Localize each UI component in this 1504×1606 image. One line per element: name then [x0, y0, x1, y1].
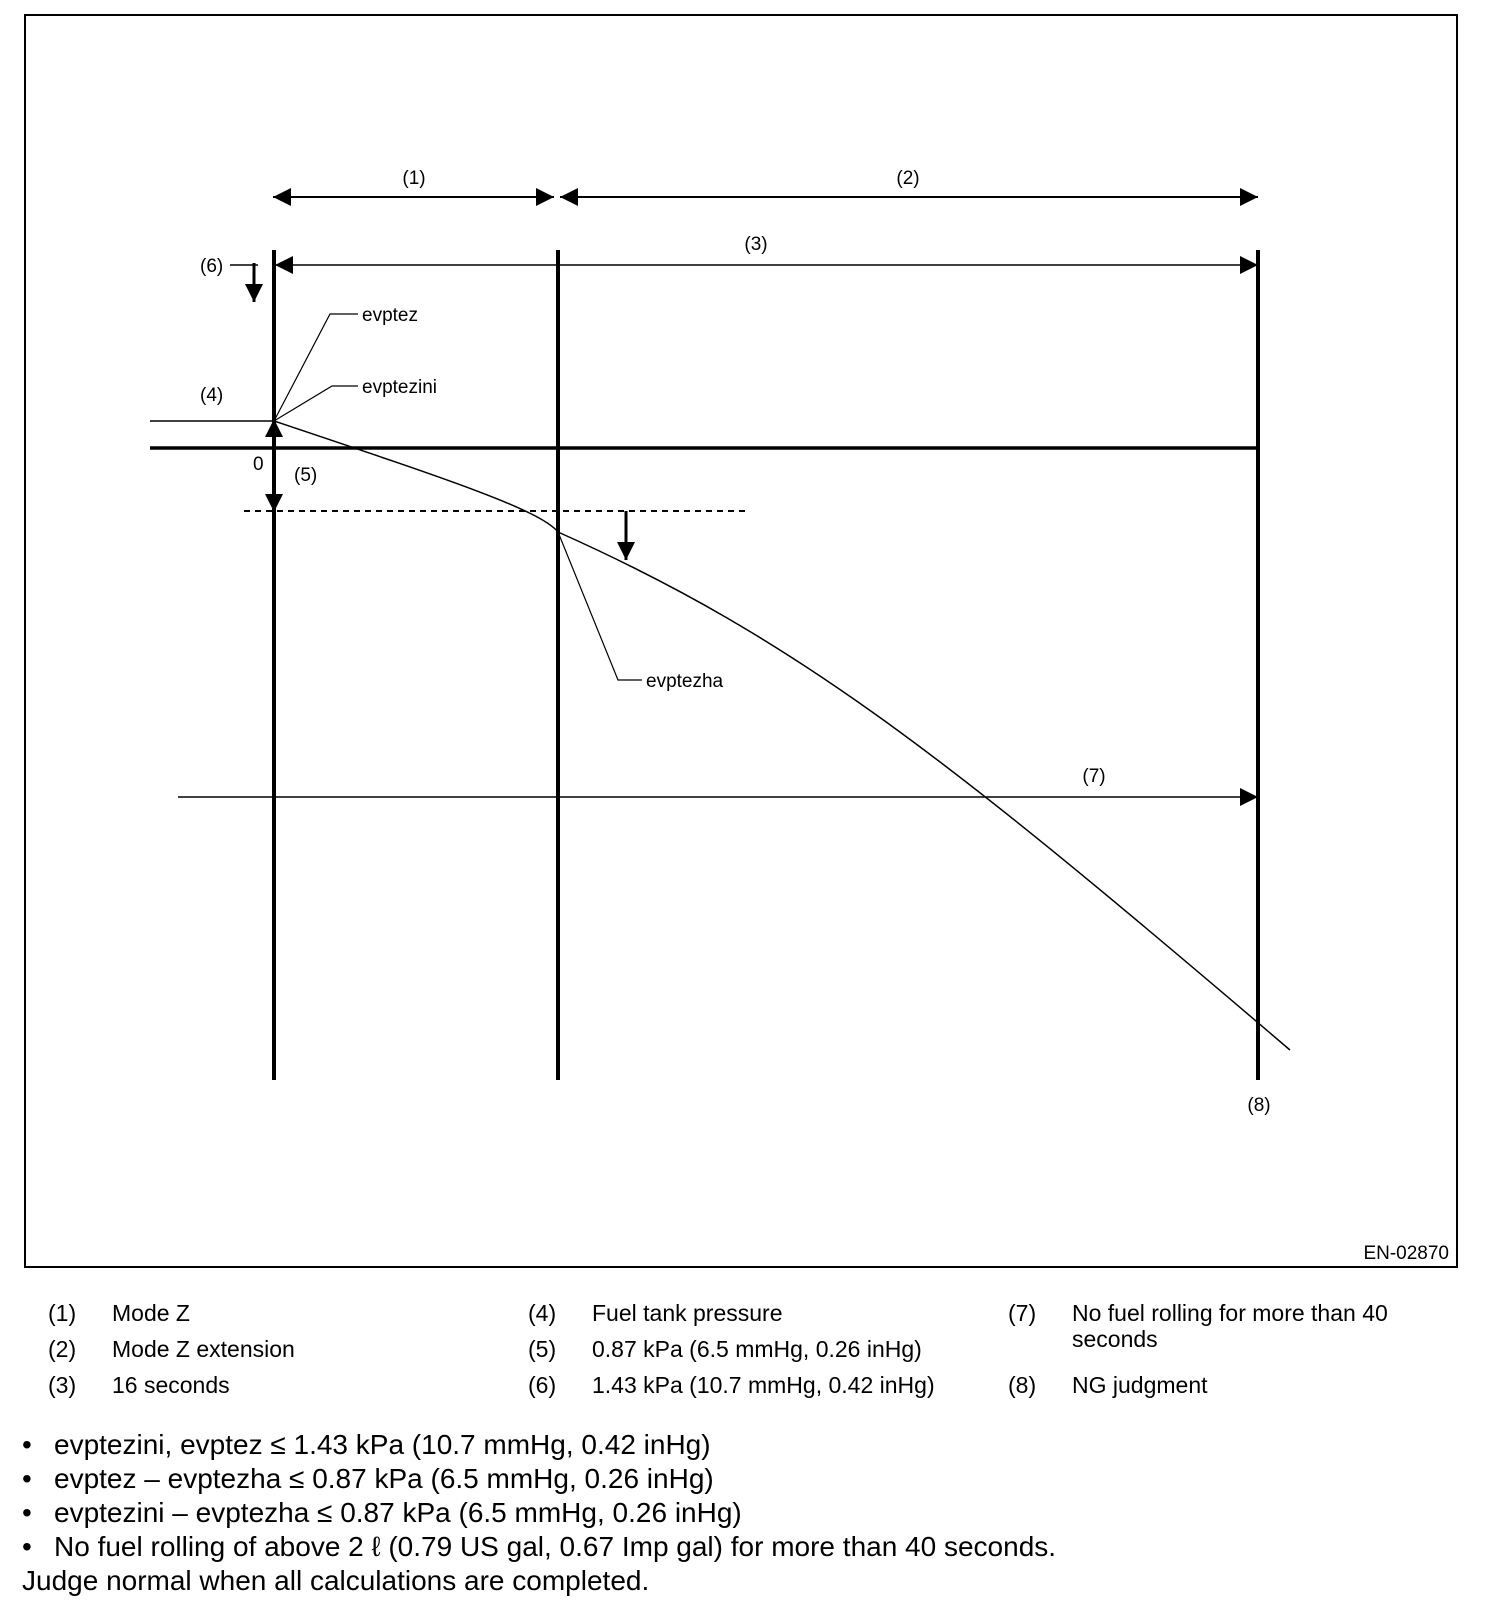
callout-4: (4)	[200, 385, 223, 406]
legend: (1) Mode Z (2) Mode Z extension (3) 16 s…	[40, 1300, 1480, 1420]
legend-item-8: (8) NG judgment	[1008, 1372, 1428, 1408]
judgment-footer: Judge normal when all calculations are c…	[22, 1565, 650, 1596]
evptezha-leader	[557, 531, 642, 681]
condition-text: evptezini – evptezha ≤ 0.87 kPa (6.5 mmH…	[54, 1497, 742, 1528]
legend-text: 1.43 kPa (10.7 mmHg, 0.42 inHg)	[592, 1372, 935, 1398]
condition-text: No fuel rolling of above 2 ℓ (0.79 US ga…	[54, 1531, 1057, 1562]
callout-6: (6)	[200, 256, 223, 277]
callout-5: (5)	[294, 465, 317, 486]
legend-item-7: (7) No fuel rolling for more than 40 sec…	[1008, 1300, 1428, 1372]
legend-item-2: (2) Mode Z extension	[48, 1336, 508, 1372]
evptez-leader	[273, 313, 358, 422]
legend-num: (3)	[48, 1372, 77, 1398]
callout-3: (3)	[744, 234, 767, 255]
legend-num: (6)	[528, 1372, 557, 1398]
evptezha-label: evptezha	[646, 671, 724, 692]
legend-text: Mode Z extension	[112, 1336, 295, 1362]
bullet-icon: •	[22, 1463, 32, 1494]
legend-item-3: (3) 16 seconds	[48, 1372, 508, 1408]
legend-num: (5)	[528, 1336, 557, 1362]
callout-8: (8)	[1247, 1095, 1270, 1116]
legend-item-1: (1) Mode Z	[48, 1300, 508, 1336]
figure-id: EN-02870	[1363, 1243, 1449, 1264]
condition-text: evptez – evptezha ≤ 0.87 kPa (6.5 mmHg, …	[54, 1463, 714, 1494]
legend-column-3: (7) No fuel rolling for more than 40 sec…	[1008, 1300, 1428, 1408]
bullet-icon: •	[22, 1429, 32, 1460]
callout-2: (2)	[896, 168, 919, 189]
callout-1: (1)	[402, 168, 425, 189]
legend-text: Mode Z	[112, 1300, 190, 1326]
condition-item: • evptez – evptezha ≤ 0.87 kPa (6.5 mmHg…	[22, 1462, 1482, 1496]
bullet-icon: •	[22, 1531, 32, 1562]
legend-item-4: (4) Fuel tank pressure	[528, 1300, 1008, 1336]
legend-text: Fuel tank pressure	[592, 1300, 783, 1326]
legend-text: 16 seconds	[112, 1372, 230, 1398]
judgment-conditions: • evptezini, evptez ≤ 1.43 kPa (10.7 mmH…	[22, 1428, 1482, 1598]
legend-num: (2)	[48, 1336, 77, 1362]
legend-num: (1)	[48, 1300, 77, 1326]
figure-frame	[24, 14, 1458, 1268]
timing-diagram: (1) (2) (3) 0 (4) (6) (5) evptez evptezi…	[150, 168, 1449, 1264]
legend-text: No fuel rolling for more than 40 seconds	[1072, 1300, 1388, 1352]
legend-num: (7)	[1008, 1300, 1037, 1326]
evptezini-label: evptezini	[362, 377, 437, 398]
legend-column-2: (4) Fuel tank pressure (5) 0.87 kPa (6.5…	[528, 1300, 1008, 1408]
evptezini-leader	[273, 385, 358, 422]
condition-text: evptezini, evptez ≤ 1.43 kPa (10.7 mmHg,…	[54, 1429, 711, 1460]
legend-column-1: (1) Mode Z (2) Mode Z extension (3) 16 s…	[48, 1300, 508, 1408]
condition-item: • No fuel rolling of above 2 ℓ (0.79 US …	[22, 1530, 1482, 1564]
legend-item-5: (5) 0.87 kPa (6.5 mmHg, 0.26 inHg)	[528, 1336, 1008, 1372]
legend-text: 0.87 kPa (6.5 mmHg, 0.26 inHg)	[592, 1336, 922, 1362]
evptez-label: evptez	[362, 305, 418, 326]
legend-num: (8)	[1008, 1372, 1037, 1398]
legend-num: (4)	[528, 1300, 557, 1326]
condition-item: • evptezini – evptezha ≤ 0.87 kPa (6.5 m…	[22, 1496, 1482, 1530]
callout-7: (7)	[1082, 766, 1105, 787]
condition-item: • evptezini, evptez ≤ 1.43 kPa (10.7 mmH…	[22, 1428, 1482, 1462]
pressure-decay-curve	[273, 420, 1291, 1051]
legend-item-6: (6) 1.43 kPa (10.7 mmHg, 0.42 inHg)	[528, 1372, 1008, 1408]
zero-label: 0	[253, 454, 264, 475]
bullet-icon: •	[22, 1497, 32, 1528]
legend-text: NG judgment	[1072, 1372, 1208, 1398]
